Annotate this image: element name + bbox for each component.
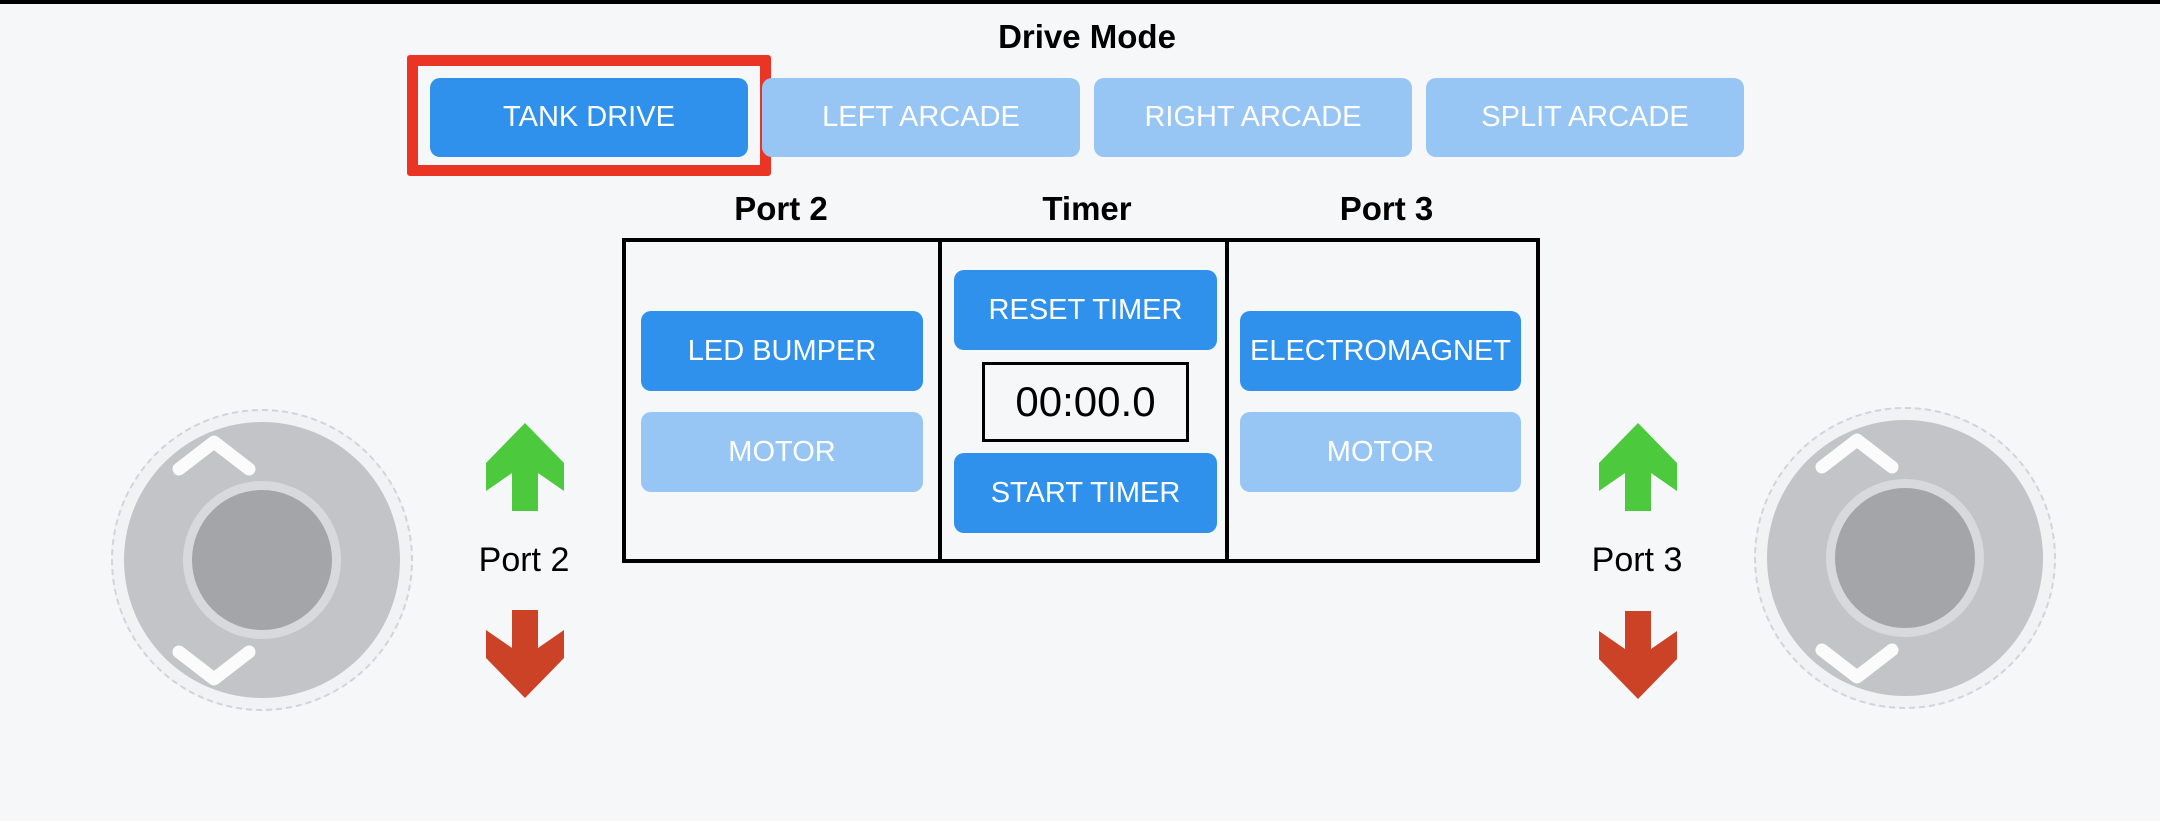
port2-down-arrow-icon	[486, 610, 564, 698]
left-joystick-knob[interactable]	[183, 481, 341, 639]
port3-up-arrow-icon	[1599, 423, 1677, 511]
left-joystick-track	[124, 422, 400, 698]
port2-up-arrow-icon	[486, 423, 564, 511]
left-joystick[interactable]	[111, 409, 413, 711]
port3-motor-button[interactable]: MOTOR	[1240, 412, 1521, 492]
timer-column-header: Timer	[1042, 190, 1132, 227]
timer-display: 00:00.0	[982, 362, 1189, 442]
right-joystick-port-label: Port 3	[1591, 541, 1683, 579]
right-arcade-button[interactable]: RIGHT ARCADE	[1094, 78, 1412, 157]
left-joystick-port-label: Port 2	[478, 541, 570, 579]
port2-column-header: Port 2	[734, 190, 828, 227]
chevron-up-icon	[172, 435, 256, 476]
timer-column: RESET TIMER 00:00.0 START TIMER	[938, 242, 1225, 559]
port3-column: ELECTROMAGNET MOTOR	[1225, 242, 1528, 559]
left-arcade-button[interactable]: LEFT ARCADE	[762, 78, 1080, 157]
drive-mode-title: Drive Mode	[998, 18, 1176, 55]
port2-column: LED BUMPER MOTOR	[626, 242, 938, 559]
chevron-up-icon	[1815, 433, 1899, 474]
port3-down-arrow-icon	[1599, 611, 1677, 699]
control-table: LED BUMPER MOTOR RESET TIMER 00:00.0 STA…	[622, 238, 1540, 563]
led-bumper-button[interactable]: LED BUMPER	[641, 311, 923, 391]
top-bar	[0, 0, 2160, 4]
tank-drive-button[interactable]: TANK DRIVE	[430, 78, 748, 157]
start-timer-button[interactable]: START TIMER	[954, 453, 1217, 533]
chevron-down-icon	[1815, 643, 1899, 684]
split-arcade-button[interactable]: SPLIT ARCADE	[1426, 78, 1744, 157]
chevron-down-icon	[172, 645, 256, 686]
right-joystick[interactable]	[1754, 407, 2056, 709]
port2-motor-button[interactable]: MOTOR	[641, 412, 923, 492]
right-joystick-knob[interactable]	[1826, 479, 1984, 637]
electromagnet-button[interactable]: ELECTROMAGNET	[1240, 311, 1521, 391]
reset-timer-button[interactable]: RESET TIMER	[954, 270, 1217, 350]
port3-column-header: Port 3	[1339, 190, 1434, 227]
right-joystick-track	[1767, 420, 2043, 696]
